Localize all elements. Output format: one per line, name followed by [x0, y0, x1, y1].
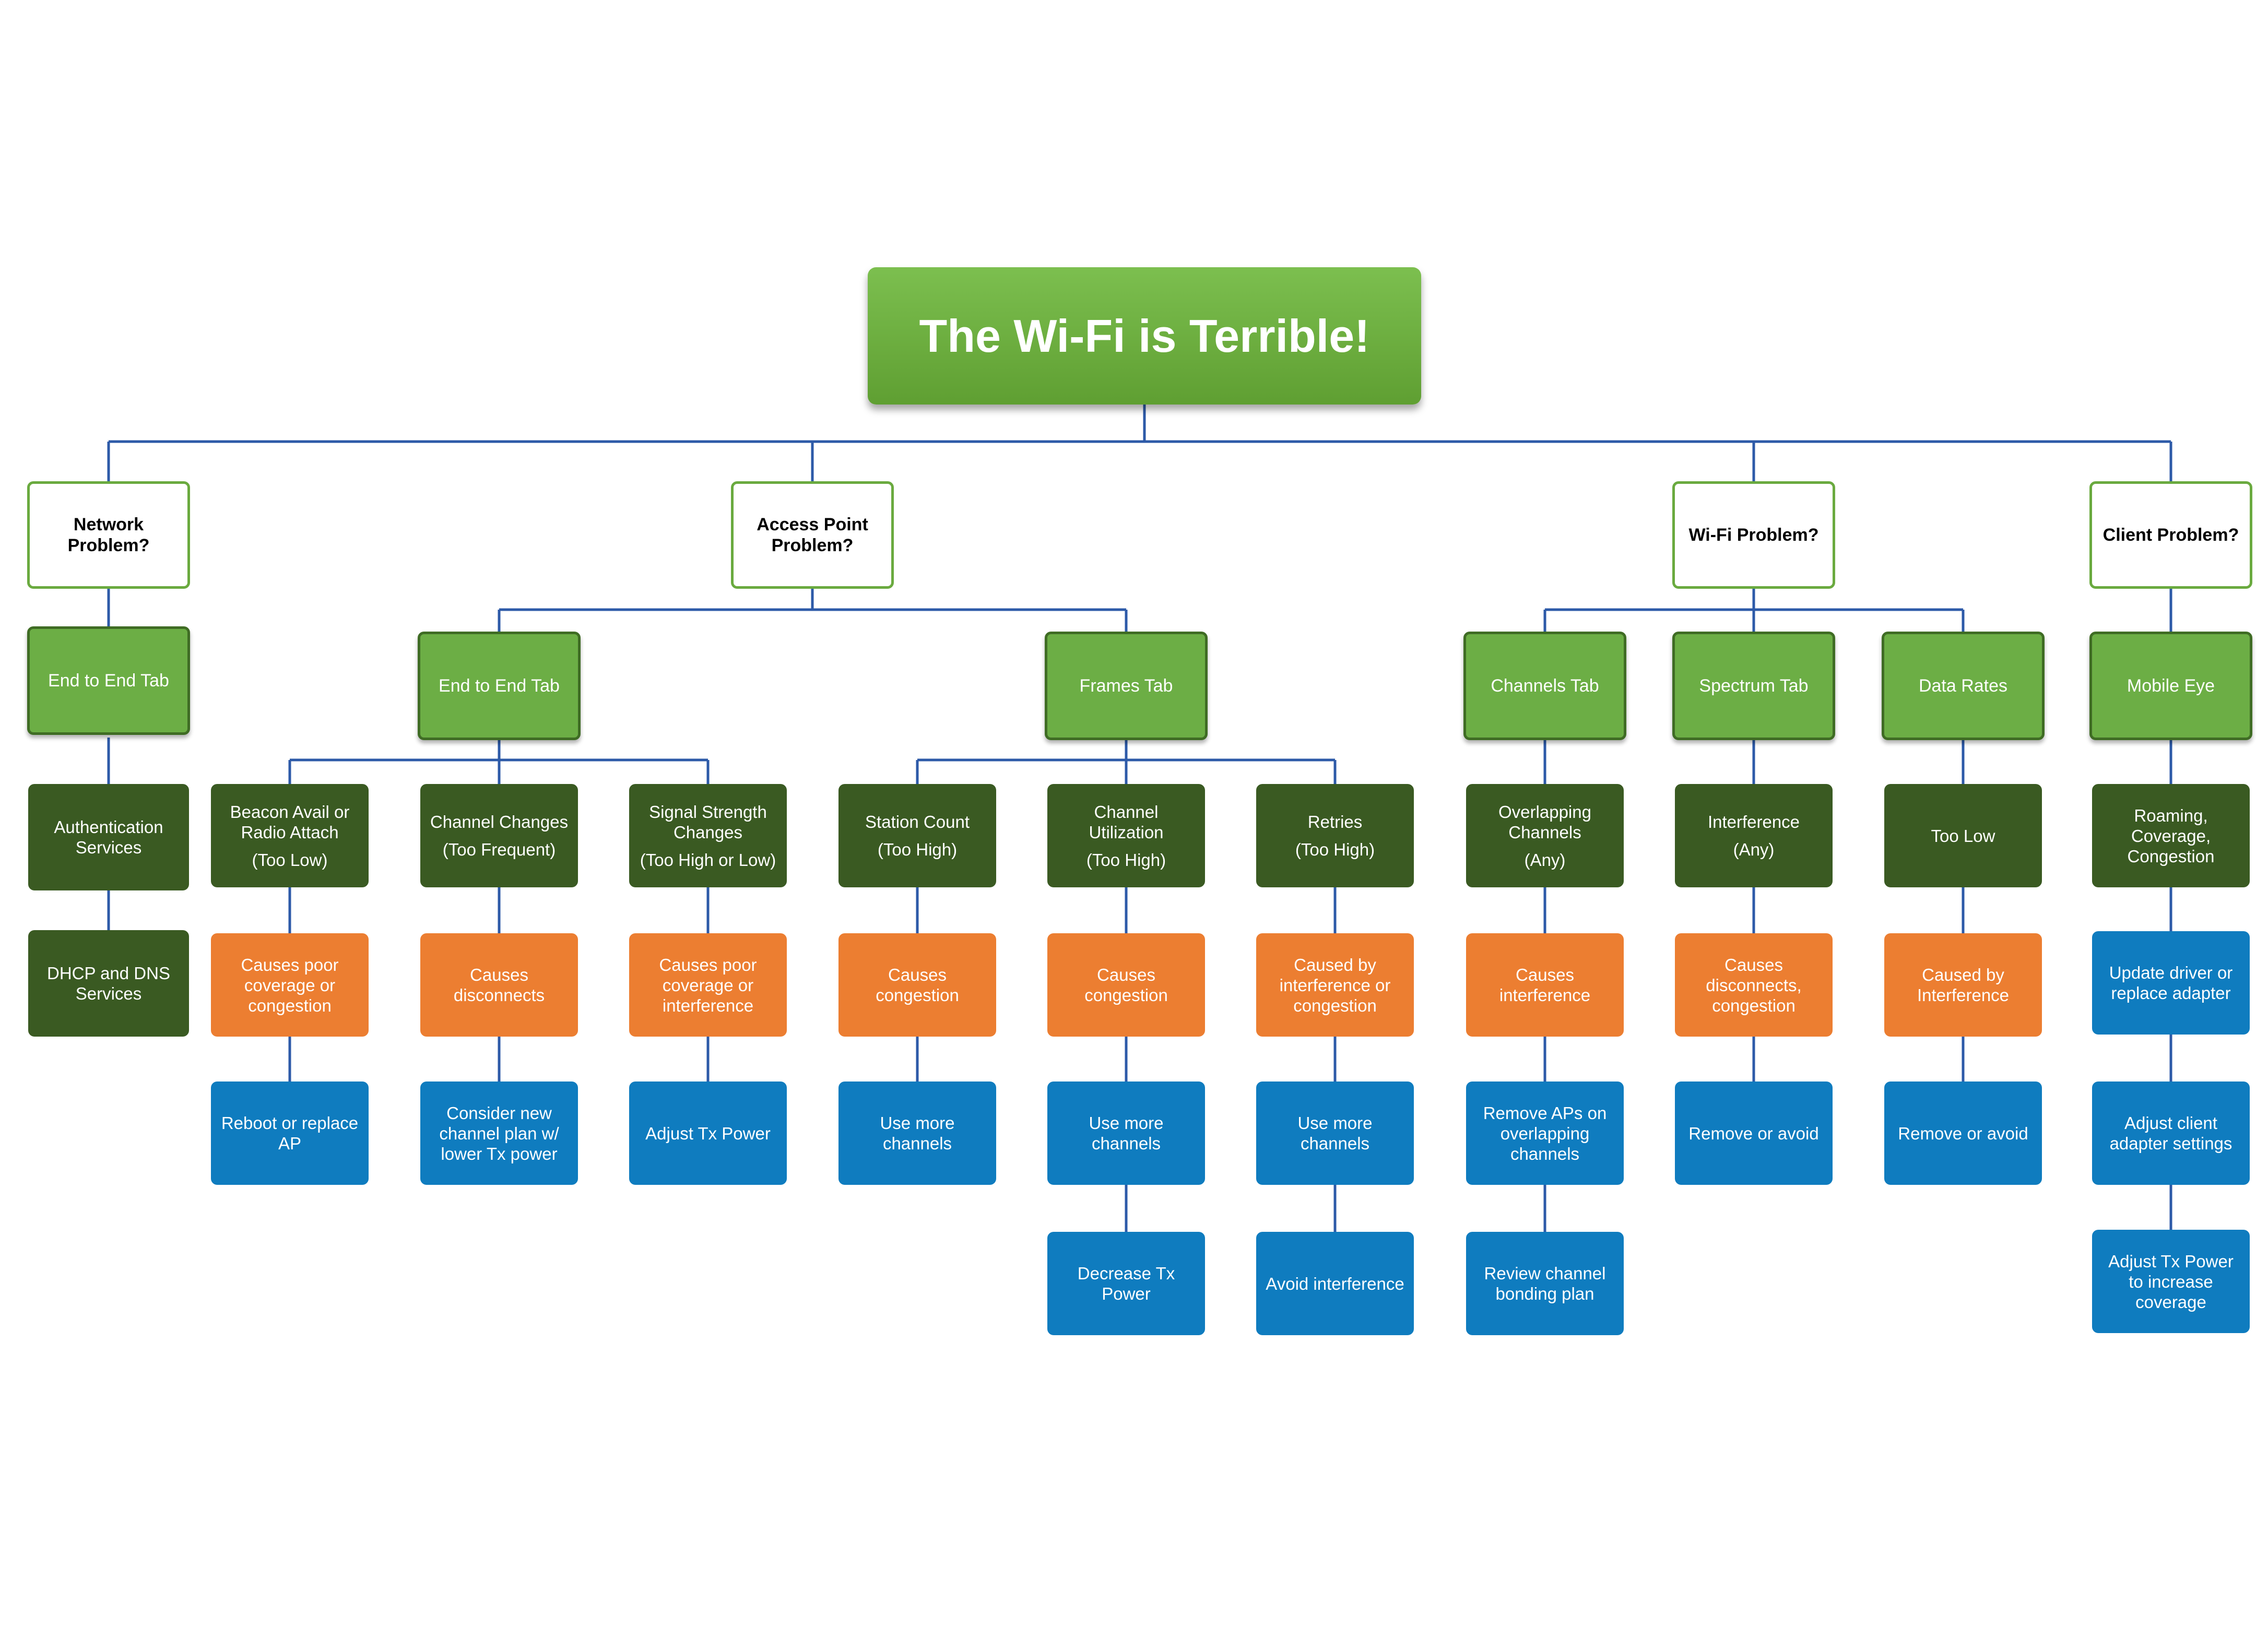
metric-node-retries: Retries(Too High) — [1256, 784, 1414, 887]
spectrum-tab: Spectrum Tab — [1672, 632, 1835, 740]
cause-node-causes-interference: Causes interference — [1466, 933, 1624, 1037]
metric-node-beacon: Beacon Avail or Radio Attach(Too Low) — [211, 784, 369, 887]
action-node-adjust-client-settings: Adjust client adapter settings — [2092, 1082, 2250, 1185]
access-point-problem-node: Access Point Problem? — [731, 481, 894, 589]
metric-node-too-low: Too Low — [1884, 784, 2042, 887]
mobile-eye-tab: Mobile Eye — [2089, 632, 2252, 740]
action-node-more-channels-utilization: Use more channels — [1047, 1082, 1205, 1185]
channels-tab: Channels Tab — [1463, 632, 1626, 740]
cause-node-caused-by-interference: Caused by Interference — [1884, 933, 2042, 1037]
action-node-new-channel-plan: Consider new channel plan w/ lower Tx po… — [420, 1082, 578, 1185]
ap-end-to-end-tab: End to End Tab — [418, 632, 581, 740]
action-node-review-bonding-plan: Review channel bonding plan — [1466, 1232, 1624, 1335]
action-node-remove-avoid-spectrum: Remove or avoid — [1675, 1082, 1833, 1185]
action-node-reboot-ap: Reboot or replace AP — [211, 1082, 369, 1185]
diagram-title: The Wi-Fi is Terrible! — [868, 267, 1421, 405]
cause-node-utilization-congestion: Causes congestion — [1047, 933, 1205, 1037]
action-node-increase-coverage: Adjust Tx Power to increase coverage — [2092, 1230, 2250, 1333]
metric-node-channel-changes: Channel Changes(Too Frequent) — [420, 784, 578, 887]
cause-node-disconnects-congestion: Causes disconnects, congestion — [1675, 933, 1833, 1037]
frames-tab: Frames Tab — [1045, 632, 1208, 740]
authentication-services-node: Authentication Services — [28, 784, 189, 890]
metric-node-roaming: Roaming, Coverage, Congestion — [2092, 784, 2250, 887]
action-node-remove-overlapping-aps: Remove APs on overlapping channels — [1466, 1082, 1624, 1185]
action-node-adjust-tx-power: Adjust Tx Power — [629, 1082, 787, 1185]
client-problem-node: Client Problem? — [2089, 481, 2252, 589]
cause-node-disconnects: Causes disconnects — [420, 933, 578, 1037]
action-node-more-channels-station: Use more channels — [838, 1082, 996, 1185]
cause-node-station-congestion: Causes congestion — [838, 933, 996, 1037]
cause-node-poor-coverage-congestion: Causes poor coverage or congestion — [211, 933, 369, 1037]
action-node-avoid-interference: Avoid interference — [1256, 1232, 1414, 1335]
action-node-decrease-tx-power: Decrease Tx Power — [1047, 1232, 1205, 1335]
action-node-remove-avoid-rates: Remove or avoid — [1884, 1082, 2042, 1185]
metric-node-interference: Interference(Any) — [1675, 784, 1833, 887]
metric-node-channel-utilization: Channel Utilization(Too High) — [1047, 784, 1205, 887]
cause-node-poor-coverage-interference: Causes poor coverage or interference — [629, 933, 787, 1037]
network-problem-node: Network Problem? — [27, 481, 190, 589]
metric-node-signal-strength: Signal Strength Changes(Too High or Low) — [629, 784, 787, 887]
network-end-to-end-tab: End to End Tab — [27, 626, 190, 735]
action-node-update-driver: Update driver or replace adapter — [2092, 931, 2250, 1035]
dhcp-dns-services-node: DHCP and DNS Services — [28, 930, 189, 1037]
wifi-problem-node: Wi-Fi Problem? — [1672, 481, 1835, 589]
metric-node-overlapping-channels: Overlapping Channels(Any) — [1466, 784, 1624, 887]
data-rates-tab: Data Rates — [1882, 632, 2045, 740]
action-node-more-channels-retries: Use more channels — [1256, 1082, 1414, 1185]
cause-node-interference-or-congestion: Caused by interference or congestion — [1256, 933, 1414, 1037]
metric-node-station-count: Station Count(Too High) — [838, 784, 996, 887]
